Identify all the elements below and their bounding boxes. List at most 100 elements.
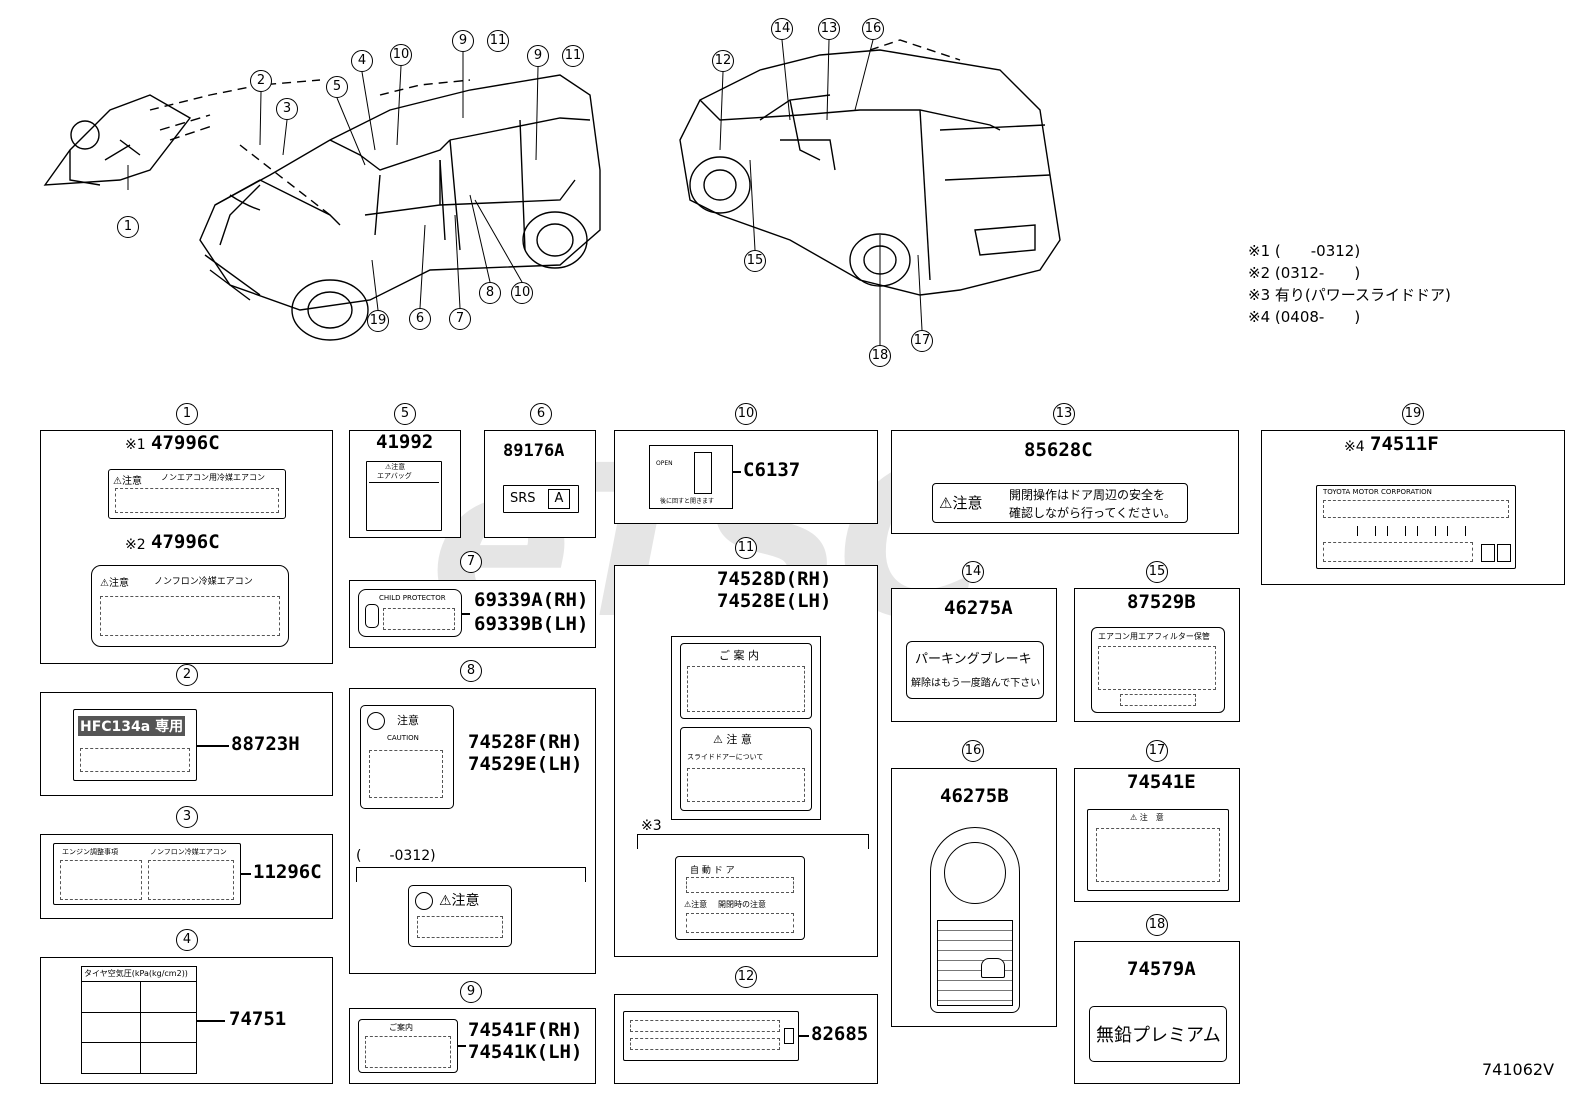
panel-3-number: 3 — [176, 806, 198, 828]
label-heading: ⚠注意 — [113, 476, 142, 487]
label-heading-2: スライドドアーについて — [687, 753, 764, 761]
no-entry-icon — [367, 712, 385, 730]
label-grid — [82, 981, 196, 1074]
callout-16: 16 — [862, 18, 884, 40]
panel-15-label: エアコン用エアフィルター保管 — [1091, 627, 1225, 713]
label-heading-2: 後に回すと開きます — [660, 498, 715, 505]
label-heading-2: ノンフロン冷媒エアコン — [150, 848, 227, 856]
leader-line — [197, 745, 229, 747]
note-3: ※3 有り(パワースライドドア) — [1248, 286, 1451, 304]
label-text-area — [686, 877, 794, 893]
panel-19-note: ※4 — [1344, 439, 1365, 455]
label-text: 無鉛プレミアム — [1096, 1025, 1221, 1046]
callout-5: 5 — [326, 76, 348, 98]
label-boxes — [1357, 526, 1477, 536]
panel-10-number: 10 — [735, 403, 757, 425]
panel-18-part: 74579A — [1127, 958, 1196, 980]
panel-11-label-1: ご 案 内 — [680, 643, 812, 719]
bracket — [637, 834, 869, 849]
panel-18-number: 18 — [1146, 914, 1168, 936]
label-heading: ⚠ 注 意 — [1130, 813, 1164, 822]
callout-3: 3 — [276, 98, 298, 120]
panel-8-sub-note: ( -0312) — [356, 848, 436, 864]
panel-16: 46275B — [891, 768, 1057, 1027]
note-2: ※2 (0312- ) — [1248, 264, 1361, 282]
panel-7: CHILD PROTECTOR 69339A(RH) 69339B(LH) — [349, 580, 596, 648]
label-text: HFC134a 専用 — [78, 716, 186, 736]
callout-17: 17 — [911, 330, 933, 352]
panel-16-number: 16 — [962, 740, 984, 762]
leader-line — [458, 1045, 466, 1047]
label-text-area-2 — [1323, 542, 1473, 562]
callout-13: 13 — [818, 18, 840, 40]
panel-10-part: C6137 — [743, 459, 801, 481]
note-4: ※4 (0408- ) — [1248, 308, 1361, 326]
callout-10b: 10 — [511, 282, 533, 304]
panel-7-part-lh: 69339B(LH) — [474, 613, 589, 635]
label-text-area — [369, 750, 443, 798]
panel-18-label: 無鉛プレミアム — [1089, 1006, 1227, 1062]
note-1: ※1 ( -0312) — [1248, 242, 1361, 260]
label-box — [784, 1028, 794, 1044]
panel-19-number: 19 — [1402, 403, 1424, 425]
callout-12: 12 — [712, 50, 734, 72]
panel-17-part: 74541E — [1127, 771, 1196, 793]
panel-14-number: 14 — [962, 561, 984, 583]
panel-5-part: 41992 — [376, 431, 434, 453]
label-text-area — [630, 1020, 780, 1032]
bracket — [356, 867, 586, 882]
label-line-1: 開閉操作はドア周辺の安全を — [1009, 488, 1166, 502]
panel-2-part: 88723H — [231, 733, 300, 755]
panel-6-label: SRS A — [503, 485, 579, 513]
panel-8-number: 8 — [460, 660, 482, 682]
label-heading: エンジン調整事項 — [62, 848, 118, 856]
panel-11-note: ※3 — [641, 818, 662, 834]
leader-line — [241, 873, 251, 875]
panel-4-part: 74751 — [229, 1008, 287, 1030]
callout-6: 6 — [409, 308, 431, 330]
panel-1-part-top: 47996C — [151, 432, 220, 454]
panel-2-number: 2 — [176, 664, 198, 686]
panel-8-label-top: 注意 CAUTION — [360, 705, 454, 809]
panel-19-label: TOYOTA MOTOR CORPORATION — [1316, 485, 1516, 569]
handle-icon — [694, 452, 712, 494]
no-entry-icon — [415, 892, 433, 910]
panel-1-note-bottom: ※2 — [125, 537, 146, 553]
callout-19: 19 — [367, 310, 389, 332]
panel-3-label: エンジン調整事項 ノンフロン冷媒エアコン — [53, 843, 241, 905]
callout-1: 1 — [117, 216, 139, 238]
label-text-area — [365, 1036, 451, 1068]
panel-14-label: パーキングブレーキ 解除はもう一度踏んで下さい — [906, 641, 1044, 699]
panel-13-part: 85628C — [1024, 439, 1093, 461]
label-text-area — [417, 916, 503, 938]
panel-8-part-rh: 74528F(RH) — [468, 731, 583, 753]
label-text-area — [687, 768, 805, 802]
engine-inset — [43, 94, 192, 186]
panel-19-part: 74511F — [1370, 433, 1439, 455]
panel-9-part-lh: 74541K(LH) — [468, 1041, 583, 1063]
panel-7-part-rh: 69339A(RH) — [474, 589, 589, 611]
panel-13-label: ⚠注意 開閉操作はドア周辺の安全を 確認しながら行ってください。 — [932, 483, 1188, 523]
panel-10: OPEN 後に回すと開きます C6137 — [614, 430, 878, 524]
callout-15: 15 — [744, 250, 766, 272]
label-small-box-2 — [1497, 544, 1511, 562]
panel-12-part: 82685 — [811, 1023, 869, 1045]
panel-4-label: タイヤ空気圧(kPa(kg/cm2)) — [81, 966, 197, 1074]
panel-8: 注意 CAUTION 74528F(RH) 74529E(LH) ( -0312… — [349, 688, 596, 974]
label-text-area — [80, 748, 190, 772]
label-text-area — [687, 666, 805, 712]
panel-11-part-lh: 74528E(LH) — [717, 590, 832, 612]
label-heading: 注意 — [397, 714, 419, 727]
label-heading: ⚠注意 — [439, 893, 480, 909]
car-icon — [981, 958, 1005, 978]
panel-8-label-bottom: ⚠注意 — [408, 885, 512, 947]
panel-4: タイヤ空気圧(kPa(kg/cm2)) 74751 — [40, 957, 333, 1084]
label-heading: ⚠ 注 意 — [713, 733, 752, 746]
panel-15: 87529B エアコン用エアフィルター保管 — [1074, 588, 1240, 722]
label-text-area — [60, 860, 142, 900]
panel-1-label-bottom: ⚠注意 ノンフロン冷媒エアコン — [91, 565, 289, 647]
label-text-area — [1096, 828, 1220, 882]
panel-11-number: 11 — [735, 537, 757, 559]
panel-2: HFC134a 専用 88723H — [40, 692, 333, 796]
